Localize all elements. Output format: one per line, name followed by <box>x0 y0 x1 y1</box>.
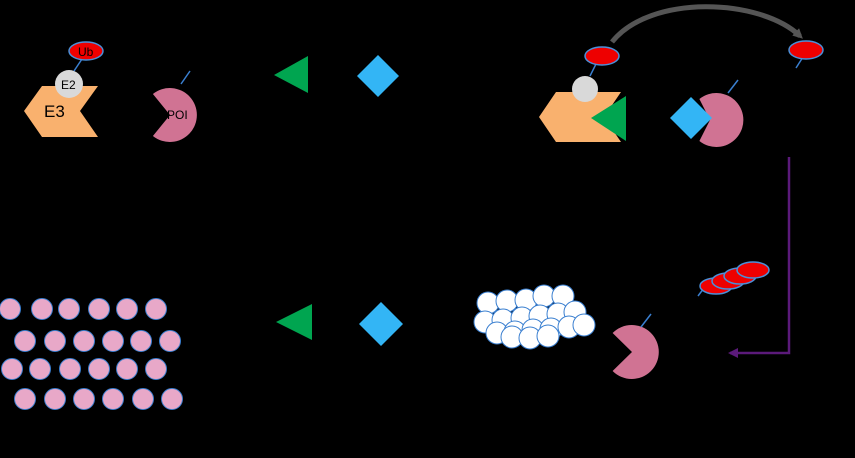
amino-acid <box>58 298 80 320</box>
amino-acid <box>31 298 53 320</box>
e3-ligase-bound <box>539 92 621 142</box>
e2-label: E2 <box>61 78 76 92</box>
amino-acid <box>145 358 167 380</box>
amino-acid <box>44 388 66 410</box>
e3-ligase-shape <box>24 86 98 137</box>
amino-acid <box>161 388 183 410</box>
amino-acid-pool <box>0 298 183 410</box>
poi-tagged-shape <box>612 325 659 379</box>
amino-acid <box>159 330 181 352</box>
amino-acid <box>132 388 154 410</box>
ub-label: Ub <box>78 45 94 59</box>
amino-acid <box>14 330 36 352</box>
degradation-path-arrow <box>728 157 791 358</box>
ub-linker <box>73 58 83 72</box>
ubiquitin-transfer-arrow <box>610 4 803 44</box>
amino-acid <box>116 298 138 320</box>
amino-acid <box>1 358 23 380</box>
amino-acid <box>14 388 36 410</box>
ternary-complex <box>539 46 744 147</box>
proteasome-subunit <box>536 324 560 348</box>
poi-shape <box>152 88 197 142</box>
proteasome-subunit <box>572 313 596 337</box>
e3-label: E3 <box>44 102 65 121</box>
poi-linker <box>180 70 191 85</box>
e2-enzyme-bound <box>572 76 598 102</box>
proteasome-cluster <box>473 284 596 350</box>
ubiquitin-transferred <box>788 40 824 60</box>
poi-tagged-linker <box>640 313 652 328</box>
amino-acid <box>145 298 167 320</box>
amino-acid <box>29 358 51 380</box>
ubiquitin-chain-4 <box>736 261 770 279</box>
e2-enzyme-shape <box>55 70 83 98</box>
ubiquitin-bound <box>584 46 620 66</box>
poi-bound <box>699 93 744 147</box>
amino-acid <box>88 358 110 380</box>
e3-ligand-bound <box>591 96 626 141</box>
e3-ligand-triangle-top <box>274 56 308 93</box>
poi-linker-bound <box>727 79 739 94</box>
amino-acid <box>116 358 138 380</box>
amino-acid <box>102 330 124 352</box>
amino-acid <box>130 330 152 352</box>
amino-acid <box>88 298 110 320</box>
amino-acid <box>59 358 81 380</box>
poi-ligand-diamond-top <box>357 55 399 97</box>
polyubiquitin-chain <box>697 261 770 297</box>
poi-tagged <box>612 313 659 379</box>
e3-e2-ub-complex: E3 E2 Ub <box>24 41 104 137</box>
amino-acid <box>73 388 95 410</box>
ubiquitin-shape <box>68 41 104 61</box>
ub-linker-bound <box>589 63 597 77</box>
poi-ligand-bound <box>670 97 712 139</box>
amino-acid <box>102 388 124 410</box>
e3-ligand-triangle-bottom <box>276 304 312 340</box>
amino-acid <box>44 330 66 352</box>
poi-complex: POI <box>152 70 197 142</box>
poi-ligand-diamond-bottom <box>359 302 403 346</box>
amino-acid <box>73 330 95 352</box>
amino-acid <box>0 298 21 320</box>
poi-label: POI <box>167 108 188 122</box>
